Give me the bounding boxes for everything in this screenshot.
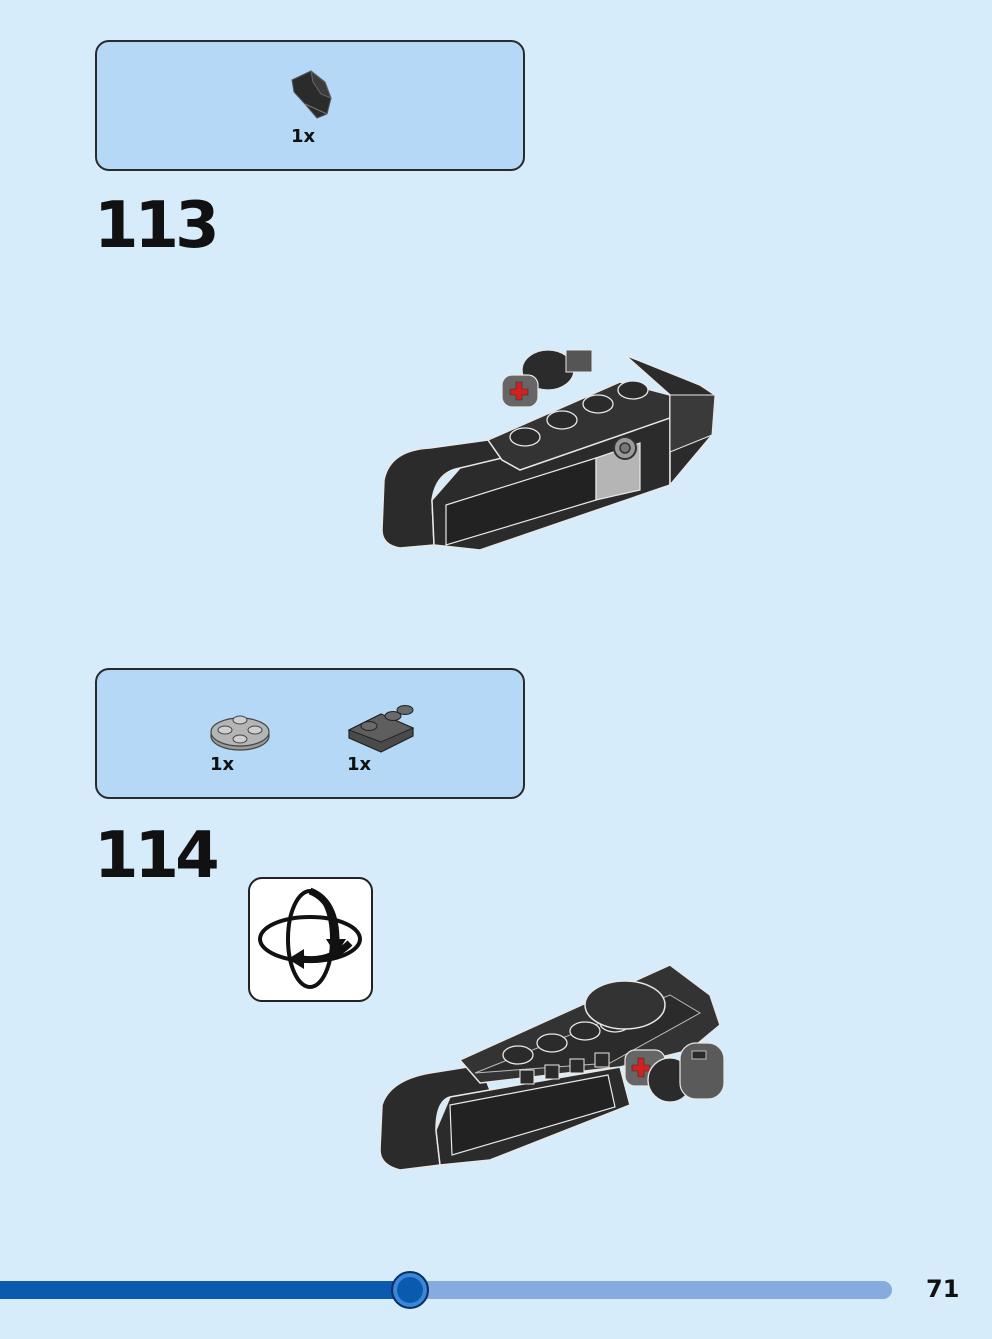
dark-gray-inverted-slope-plate-icon — [347, 705, 415, 753]
rotate-model-callout — [248, 877, 373, 1002]
step-number: 114 — [94, 819, 220, 893]
parts-list-step-113: 1x — [95, 40, 525, 171]
step-113-model-illustration — [381, 349, 716, 551]
progress-knob[interactable] — [391, 1271, 429, 1309]
page-progress-bar — [0, 1271, 892, 1309]
parts-list-step-114: 1x 1x — [95, 668, 525, 799]
progress-fill — [0, 1281, 410, 1299]
step-114-model-illustration — [379, 964, 725, 1171]
black-curved-slope-brick-icon — [291, 69, 332, 119]
rotate-model-icon — [258, 887, 362, 989]
step-number: 113 — [94, 189, 220, 263]
gray-round-plate-icon — [210, 715, 270, 751]
part-quantity: 1x — [291, 126, 316, 147]
part-quantity: 1x — [347, 754, 372, 775]
part-quantity: 1x — [210, 754, 235, 775]
page-number: 71 — [926, 1275, 960, 1303]
